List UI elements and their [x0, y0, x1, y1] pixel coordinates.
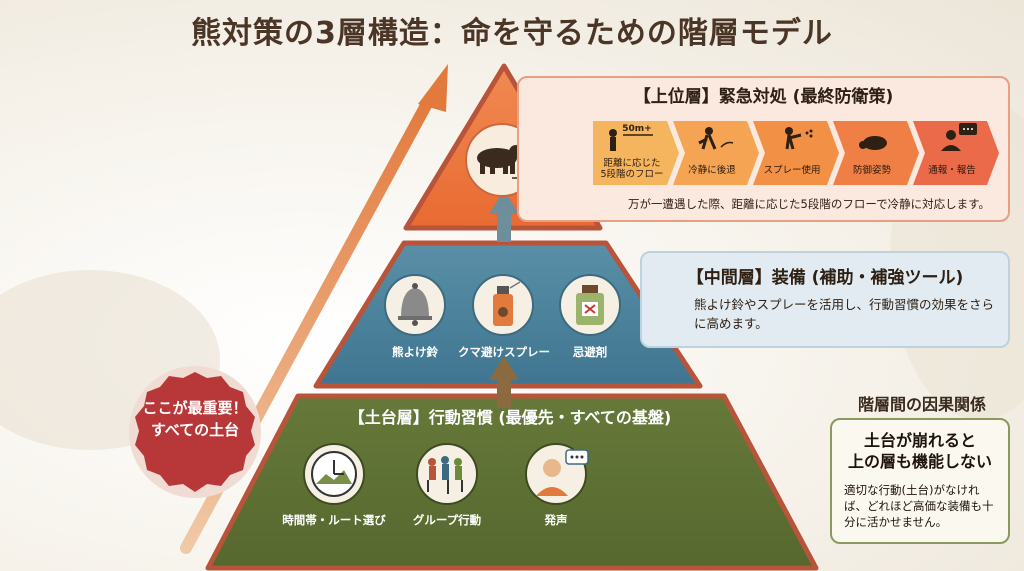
- speaking-person-icon: [525, 443, 589, 505]
- step-2-label: 冷静に後退: [688, 165, 736, 176]
- group-hikers-icon: [416, 443, 478, 505]
- top-tier-box: 【上位層】緊急対処 (最終防衛策) 50m+: [517, 76, 1010, 222]
- page-title: 熊対策の3層構造：命を守るための階層モデル: [191, 16, 833, 51]
- middle-tier-header: 【中間層】装備 (補助・補強ツール): [686, 268, 964, 288]
- bottom-tier-header: 【土台層】行動習慣 (最優先・すべての基盤): [348, 408, 672, 427]
- speak-label: 発声: [544, 513, 568, 527]
- report-speech-icon: [941, 123, 977, 151]
- top-tier-description: 万が一遭遇した際、距離に応じた5段階のフローで冷静に対応します。: [628, 197, 990, 211]
- up-arrow-mid-top: [489, 190, 519, 242]
- seal-line-2: すべての土台: [150, 421, 240, 439]
- spray-person-icon: [785, 127, 813, 150]
- causal-box: 土台が崩れると 上の層も機能しない 適切な行動(土台)がなければ、どれほど高価な…: [830, 418, 1010, 544]
- clock-label: 時間帯・ルート選び: [282, 513, 386, 527]
- up-arrow-bot-mid: [489, 356, 519, 408]
- crouch-icon: [859, 136, 887, 150]
- seal-line-1: ここが最重要！: [142, 399, 248, 417]
- step-1-label: 距離に応じた 5段階のフロー: [600, 158, 664, 180]
- top-tier-header: 【上位層】緊急対処 (最終防衛策): [633, 87, 894, 107]
- response-flow: 50m+: [593, 121, 999, 185]
- person-distance-icon: 50m+: [609, 124, 653, 151]
- group-label: グループ行動: [412, 513, 482, 527]
- seal-badge: [129, 366, 261, 498]
- bottom-tier-shape: [205, 393, 819, 571]
- clock-icon: [303, 443, 365, 505]
- middle-tier-box: 【中間層】装備 (補助・補強ツール) 熊よけ鈴やスプレーを活用し、行動習慣の効果…: [640, 251, 1010, 348]
- causal-title: 階層間の因果関係: [857, 395, 986, 414]
- step-4-label: 防御姿勢: [852, 165, 891, 176]
- bell-icon: [384, 274, 446, 336]
- repellent-label: 忌避剤: [572, 345, 608, 359]
- causal-main-line-2: 上の層も機能しない: [847, 452, 992, 471]
- step-3-label: スプレー使用: [763, 165, 821, 176]
- causal-description: 適切な行動(土台)がなければ、どれほど高価な装備も十分に活かせません。: [844, 483, 994, 529]
- spray-can-icon: [472, 274, 534, 336]
- causal-main: 土台が崩れると 上の層も機能しない: [832, 430, 1008, 472]
- seal-text: ここが最重要！ すべての土台: [136, 397, 254, 441]
- causal-main-line-1: 土台が崩れると: [863, 431, 976, 450]
- middle-tier-description: 熊よけ鈴やスプレーを活用し、行動習慣の効果をさらに高めます。: [694, 297, 995, 331]
- repellent-bottle-icon: [559, 274, 621, 336]
- spray-label: クマ避けスプレー: [458, 345, 550, 359]
- step-5-label: 通報・報告: [928, 165, 976, 176]
- walking-back-icon: [698, 127, 734, 150]
- distance-label: 50m+: [622, 124, 651, 134]
- bell-label: 熊よけ鈴: [392, 345, 438, 359]
- rising-arrow-head: [418, 64, 448, 112]
